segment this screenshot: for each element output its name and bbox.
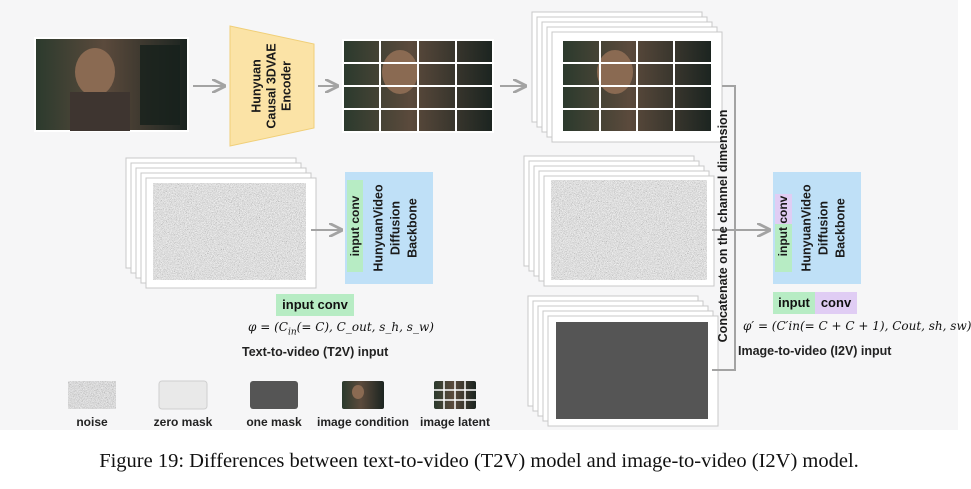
i2v-noise-stack	[523, 155, 715, 287]
t2v-formula-pre: φ = (C	[248, 320, 288, 334]
image-latent-stack	[531, 11, 723, 143]
legend-image-latent-label: image latent	[419, 415, 491, 429]
t2v-noise-stack	[125, 157, 317, 289]
input-image-frame	[34, 37, 189, 132]
i2v-mask-stack	[527, 295, 719, 427]
legend-one-mask-label: one mask	[246, 415, 302, 429]
t2v-input-conv-label: input conv	[348, 195, 362, 257]
i2v-input-conv-label: input conv	[776, 195, 790, 257]
i2v-label: Image-to-video (I2V) input	[738, 344, 892, 358]
legend-image-condition-label: image condition	[316, 415, 410, 429]
i2v-backbone-line-1: HunyuanVideo	[799, 184, 814, 272]
i2v-backbone-line-3: Backbone	[833, 198, 848, 258]
legend-one-mask-swatch	[250, 381, 298, 409]
concat-bracket	[712, 85, 736, 371]
legend-zero-mask-label: zero mask	[153, 415, 213, 429]
t2v-formula: φ = (Cin(= C), C_out, s_h, s_w)	[248, 320, 434, 337]
t2v-backbone-line-2: Diffusion	[388, 200, 403, 256]
t2v-chip-bg	[276, 294, 354, 316]
figure-caption: Figure 19: Differences between text-to-v…	[99, 450, 859, 472]
i2v-chip-bg-a	[773, 292, 815, 314]
i2v-backbone-label: HunyuanVideo Diffusion Backbone	[799, 184, 850, 271]
concat-label: Concatenate on the channel dimension	[716, 109, 730, 343]
t2v-input-conv-chip: input conv	[282, 297, 348, 312]
t2v-backbone-line-3: Backbone	[405, 198, 420, 258]
t2v-formula-sub: in	[287, 327, 297, 338]
encoder-line-1: Hunyuan	[249, 59, 264, 113]
i2v-input-conv-purple	[775, 194, 792, 224]
i2v-formula: φ′ = (C′in(= C + C + 1), Cout, sh, sw)	[743, 319, 971, 333]
encoder-line-3: Encoder	[279, 61, 294, 112]
t2v-formula-post: (= C), C_out, s_h, s_w)	[296, 320, 434, 334]
vae-encoder-block	[229, 25, 315, 147]
encoder-label: Hunyuan Causal 3DVAE Encoder	[250, 43, 295, 128]
diagram-canvas	[34, 11, 861, 427]
legend-image-latent-swatch	[434, 381, 476, 409]
i2v-backbone-line-2: Diffusion	[816, 200, 831, 256]
legend-noise-swatch	[68, 381, 116, 409]
i2v-input-conv-green	[775, 224, 792, 272]
legend-image-condition-swatch	[342, 381, 384, 409]
legend-zero-mask-swatch	[158, 380, 208, 410]
t2v-label: Text-to-video (T2V) input	[242, 345, 389, 359]
image-latent-grid	[342, 39, 494, 133]
t2v-backbone-label: HunyuanVideo Diffusion Backbone	[371, 184, 422, 271]
encoder-line-2: Causal 3DVAE	[264, 43, 279, 129]
i2v-chip-bg-b	[815, 292, 857, 314]
legend-noise-label: noise	[76, 415, 108, 429]
t2v-backbone-line-1: HunyuanVideo	[371, 184, 386, 272]
t2v-input-conv-strip	[347, 180, 363, 272]
i2v-chip-conv: conv	[820, 295, 852, 310]
i2v-chip-input: input	[778, 295, 810, 310]
